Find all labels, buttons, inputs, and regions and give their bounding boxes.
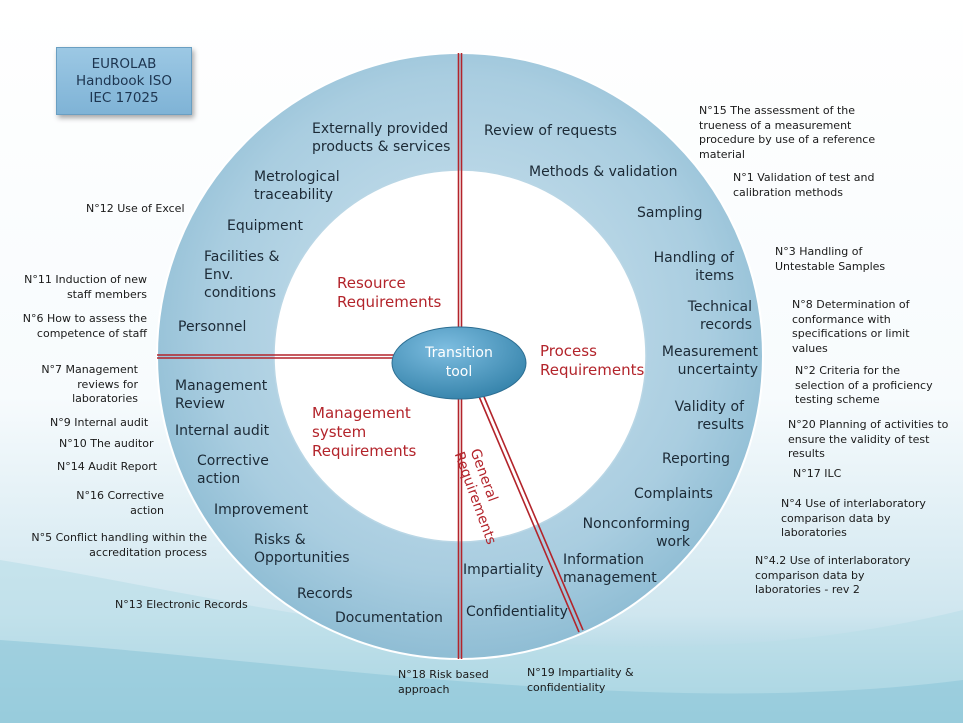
center-label: Transition tool — [425, 345, 493, 380]
handbook-n20: N°20 Planning of activities to ensure th… — [788, 418, 949, 460]
handbook-n15: N°15 The assessment of the trueness of a… — [699, 104, 876, 161]
ring-item-measurement-uncertainty: Measurement uncertainty — [661, 344, 758, 378]
eurolab-handbook-box: EUROLAB Handbook ISO IEC 17025 — [56, 47, 192, 115]
ring-item-corrective-action: Corrective action — [197, 453, 269, 487]
ring-item-reporting: Reporting — [662, 451, 731, 467]
ring-item-review-of-requests: Review of requests — [484, 123, 617, 139]
ring-item-technical-records: Technical records — [687, 299, 752, 333]
handbook-n2: N°2 Criteria for the selection of a prof… — [795, 364, 933, 406]
ring-item-confidentiality: Confidentiality — [466, 604, 568, 620]
handbook-n7: N°7 Management reviews for laboratories — [41, 363, 138, 405]
handbook-n13: N°13 Electronic Records — [115, 598, 248, 611]
handbook-n4-2: N°4.2 Use of interlaboratory comparison … — [755, 554, 911, 596]
ring-item-methods-validation: Methods & validation — [529, 164, 678, 180]
section-management-requirements: Management system Requirements — [312, 404, 417, 460]
ring-item-improvement: Improvement — [214, 502, 309, 518]
divider-diagonal-2 — [481, 391, 584, 631]
ring-item-information-management: Information management — [563, 552, 657, 586]
section-resource-requirements: Resource Requirements — [337, 274, 442, 311]
ring-item-nonconforming-work: Nonconforming work — [582, 516, 690, 550]
ring-item-impartiality: Impartiality — [463, 562, 544, 578]
handbook-n11: N°11 Induction of new staff members — [24, 273, 147, 301]
handbook-n14: N°14 Audit Report — [57, 460, 158, 473]
eurolab-handbook-title: EUROLAB Handbook ISO IEC 17025 — [76, 55, 172, 106]
ring-item-handling-of-items: Handling of items — [653, 250, 734, 284]
ring-item-management-review: Management Review — [175, 378, 268, 412]
ring-item-risks-opportunities: Risks & Opportunities — [254, 532, 350, 566]
ring-item-facilities: Facilities & Env. conditions — [204, 249, 280, 301]
divider-diagonal — [477, 393, 580, 633]
handbook-n16: N°16 Corrective action — [76, 489, 164, 517]
ring-item-complaints: Complaints — [634, 486, 713, 502]
handbook-n10: N°10 The auditor — [59, 437, 154, 450]
ring-item-external-products: Externally provided products & services — [312, 121, 451, 155]
ring-item-documentation: Documentation — [335, 610, 443, 626]
ring-item-internal-audit: Internal audit — [175, 423, 270, 439]
handbook-n9: N°9 Internal audit — [50, 416, 149, 429]
handbook-n12: N°12 Use of Excel — [86, 202, 185, 215]
ring-item-validity-of-results: Validity of results — [674, 399, 744, 433]
ring-item-sampling: Sampling — [637, 205, 703, 221]
handbook-n3: N°3 Handling of Untestable Samples — [775, 245, 886, 273]
handbook-n6: N°6 How to assess the competence of staf… — [22, 312, 147, 340]
handbook-n8: N°8 Determination of conformance with sp… — [792, 298, 910, 355]
center-ellipse — [391, 326, 527, 400]
ring-item-metrological-traceability: Metrological traceability — [254, 169, 340, 203]
handbook-n1: N°1 Validation of test and calibration m… — [733, 171, 875, 199]
handbook-n17: N°17 ILC — [793, 467, 842, 480]
handbook-n18: N°18 Risk based approach — [398, 668, 489, 696]
handbook-n4: N°4 Use of interlaboratory comparison da… — [781, 497, 926, 539]
ring-item-personnel: Personnel — [178, 319, 247, 335]
handbook-n5: N°5 Conflict handling within the accredi… — [31, 531, 207, 559]
section-process-requirements: Process Requirements — [540, 342, 645, 379]
ring-item-equipment: Equipment — [227, 218, 303, 234]
handbook-n19: N°19 Impartiality & confidentiality — [527, 666, 634, 694]
ring-item-records: Records — [297, 586, 353, 602]
